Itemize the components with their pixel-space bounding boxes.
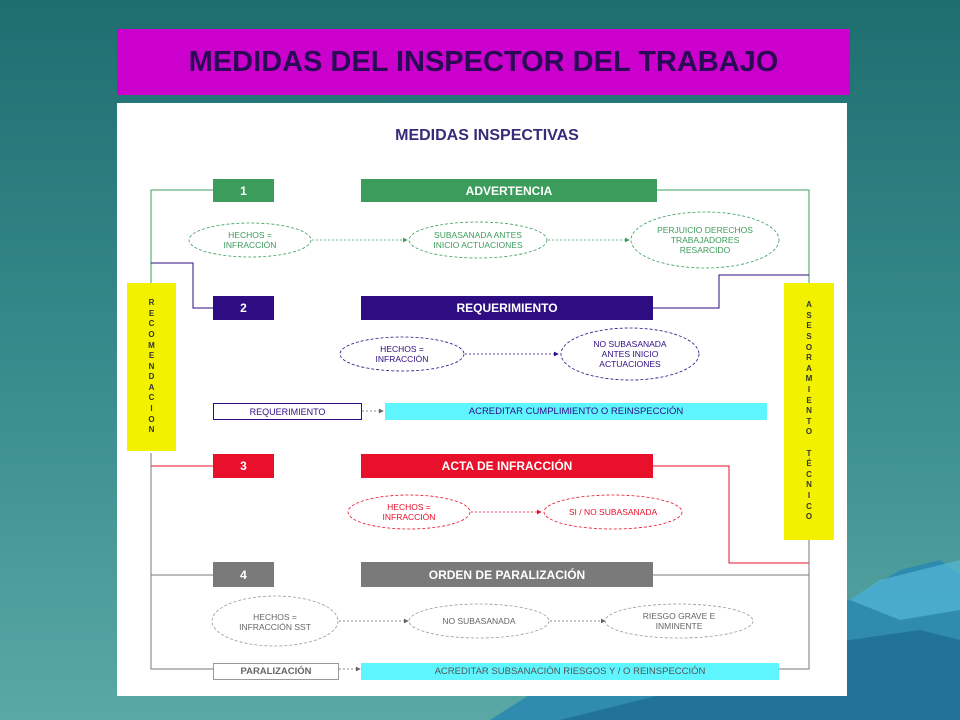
section-3-oval-2: SI / NO SUBASANADA (568, 507, 658, 517)
section-2-number: 2 (213, 296, 274, 320)
connector-requerimiento (151, 262, 213, 309)
section-1-number: 1 (213, 179, 274, 202)
side-box-recomendacion: R E C O M E N D A C I O N (127, 283, 176, 451)
connector-advertencia (150, 189, 213, 283)
section-2-oval-1: HECHOS = INFRACCIÓN (375, 344, 429, 364)
section-2-oval-2: NO SUBASANADA ANTES INICIO ACTUACIONES (593, 339, 667, 369)
section-4-followup-label: PARALIZACIÓN (213, 663, 339, 680)
section-3-bar: ACTA DE INFRACCIÓN (361, 454, 653, 478)
section-1-oval-3: PERJUICIO DERECHOS TRABAJADORES RESARCID… (657, 225, 753, 255)
section-1-oval-2: SUBASANADA ANTES INICIO ACTUACIONES (433, 230, 523, 250)
section-4-oval-1: HECHOS = INFRACCIÓN SST (239, 612, 311, 632)
slide-title-bar: MEDIDAS DEL INSPECTOR DEL TRABAJO (117, 29, 850, 95)
diagram-panel: MEDIDAS INSPECTIVAS R E C O M E N D A C … (117, 103, 847, 696)
section-4-number: 4 (213, 562, 274, 587)
section-4-oval-2: NO SUBASANADA (442, 616, 516, 626)
section-4-bar: ORDEN DE PARALIZACIÓN (361, 562, 653, 587)
section-4-followup-action: ACREDITAR SUBSANACIÓN RIESGOS Y / O REIN… (361, 663, 779, 680)
connector-paralizacion (150, 453, 213, 670)
section-2-followup-label: REQUERIMIENTO (213, 403, 362, 420)
slide-title: MEDIDAS DEL INSPECTOR DEL TRABAJO (188, 45, 779, 78)
section-1-bar: ADVERTENCIA (361, 179, 657, 202)
section-3-oval-1: HECHOS = INFRACCIÓN (382, 502, 436, 522)
section-1-oval-1: HECHOS = INFRACCIÓN (223, 230, 277, 250)
side-box-asesoramiento: A S E S O R A M I E N T O T É C N I C O (784, 283, 834, 540)
section-2-followup-action: ACREDITAR CUMPLIMIENTO O REINSPECCIÓN (385, 403, 767, 420)
diagram-connectors (150, 189, 810, 672)
diagram-heading: MEDIDAS INSPECTIVAS (395, 127, 579, 144)
section-3-number: 3 (213, 454, 274, 478)
section-4-oval-3: RIESGO GRAVE E INMINENTE (642, 611, 716, 631)
section-2-bar: REQUERIMIENTO (361, 296, 653, 320)
